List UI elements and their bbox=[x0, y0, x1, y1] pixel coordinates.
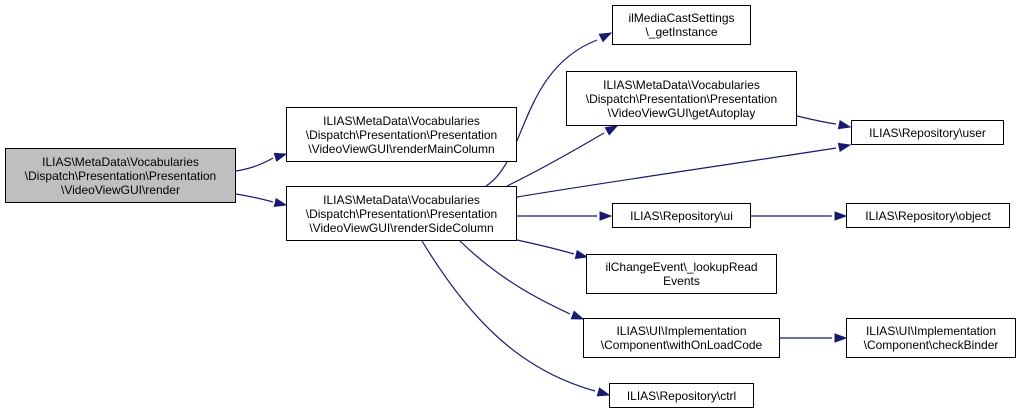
node-repository-object[interactable]: ILIAS\Repository\object bbox=[846, 203, 1010, 228]
edge-side-to-lookup-read bbox=[516, 239, 589, 260]
node-get-autoplay[interactable]: ILIAS\MetaData\Vocabularies \Dispatch\Pr… bbox=[566, 71, 797, 126]
node-media-cast-get-instance[interactable]: ilMediaCastSettings \_getInstance bbox=[612, 5, 751, 45]
node-label-line: ILIAS\MetaData\Vocabularies bbox=[323, 192, 480, 207]
node-lookup-read-events[interactable]: ilChangeEvent\_lookupRead Events bbox=[586, 254, 777, 294]
node-label-line: Events bbox=[663, 274, 700, 288]
node-label-line: \Dispatch\Presentation\Presentation bbox=[585, 91, 778, 106]
node-label-line: ILIAS\MetaData\Vocabularies bbox=[603, 77, 760, 92]
arrowhead bbox=[834, 333, 848, 343]
arrowhead bbox=[599, 211, 613, 221]
node-label-line: \Dispatch\Presentation\Presentation bbox=[24, 168, 217, 183]
node-with-on-load-code[interactable]: ILIAS\UI\Implementation \Component\withO… bbox=[583, 318, 780, 358]
node-label-line: ilChangeEvent\_lookupRead bbox=[605, 260, 758, 274]
edge-side-to-ui bbox=[517, 211, 613, 221]
node-label-line: ILIAS\Repository\ui bbox=[630, 208, 733, 223]
node-repository-user[interactable]: ILIAS\Repository\user bbox=[851, 120, 1004, 145]
edge-side-to-get-instance bbox=[485, 32, 613, 187]
arrowhead bbox=[834, 211, 848, 221]
node-label-line: \VideoViewGUI\render bbox=[61, 182, 180, 197]
node-label-line: \VideoViewGUI\getAutoplay bbox=[607, 105, 756, 120]
edge-render-to-main-column bbox=[235, 152, 288, 172]
node-render[interactable]: ILIAS\MetaData\Vocabularies \Dispatch\Pr… bbox=[5, 148, 236, 203]
edge-side-to-user bbox=[516, 142, 852, 198]
node-label-line: \Dispatch\Presentation\Presentation bbox=[305, 206, 498, 221]
edge-ui-to-object bbox=[751, 211, 848, 221]
node-label-line: ILIAS\UI\Implementation bbox=[865, 324, 997, 338]
edge-onload-to-check-binder bbox=[780, 333, 848, 343]
arrowhead bbox=[604, 125, 619, 136]
arrowhead bbox=[837, 119, 852, 130]
node-render-side-column[interactable]: ILIAS\MetaData\Vocabularies \Dispatch\Pr… bbox=[286, 186, 517, 241]
arrowhead bbox=[273, 197, 288, 208]
edge-autoplay-to-user bbox=[796, 115, 852, 130]
arrowhead bbox=[596, 387, 611, 397]
node-label-line: ILIAS\Repository\user bbox=[869, 125, 986, 140]
node-repository-ui[interactable]: ILIAS\Repository\ui bbox=[612, 203, 751, 228]
arrowhead bbox=[574, 249, 589, 260]
node-label-line: ILIAS\Repository\object bbox=[865, 208, 991, 223]
node-label-line: \VideoViewGUI\renderMainColumn bbox=[308, 141, 495, 156]
edge-render-to-side-column bbox=[235, 193, 288, 208]
node-label-line: ILIAS\Repository\ctrl bbox=[626, 388, 737, 403]
node-label-line: ilMediaCastSettings bbox=[628, 11, 735, 25]
arrowhead bbox=[837, 142, 852, 153]
node-render-main-column[interactable]: ILIAS\MetaData\Vocabularies \Dispatch\Pr… bbox=[286, 107, 517, 162]
node-check-binder[interactable]: ILIAS\UI\Implementation \Component\check… bbox=[846, 318, 1016, 358]
node-label-line: \Component\checkBinder bbox=[863, 338, 999, 352]
edge-side-to-ctrl bbox=[421, 240, 611, 397]
node-label-line: \Dispatch\Presentation\Presentation bbox=[305, 127, 498, 142]
edge-side-to-get-autoplay bbox=[506, 125, 619, 187]
arrowhead bbox=[570, 310, 585, 320]
node-label-line: ILIAS\UI\Implementation bbox=[616, 324, 747, 338]
edge-side-to-with-on-load-code bbox=[459, 240, 585, 320]
arrowhead bbox=[598, 32, 613, 43]
node-label-line: \_getInstance bbox=[645, 25, 718, 39]
node-label-line: \Component\withOnLoadCode bbox=[600, 338, 763, 352]
node-label-line: \VideoViewGUI\renderSideColumn bbox=[309, 220, 494, 235]
node-label-line: ILIAS\MetaData\Vocabularies bbox=[323, 113, 480, 128]
node-label-line: ILIAS\MetaData\Vocabularies bbox=[42, 154, 199, 169]
node-repository-ctrl[interactable]: ILIAS\Repository\ctrl bbox=[609, 383, 754, 408]
arrowhead bbox=[273, 152, 288, 162]
